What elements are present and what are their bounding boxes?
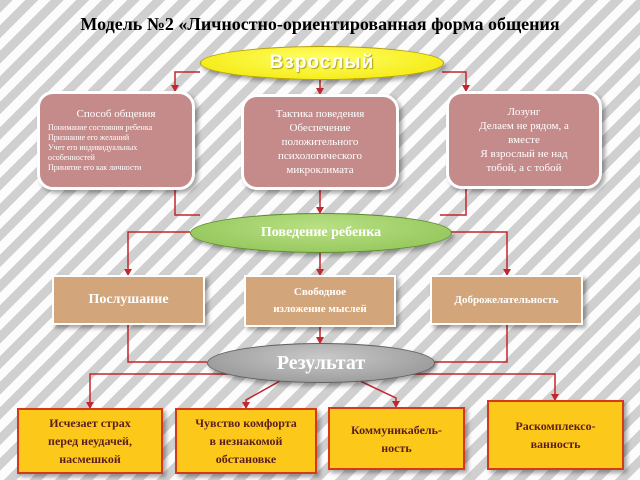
fear-line: Исчезает страх bbox=[49, 416, 131, 430]
result-label: Результат bbox=[276, 351, 366, 374]
method-item: Учет его индивидуальных bbox=[48, 143, 138, 152]
adult-label: Взрослый bbox=[269, 52, 375, 73]
slogan-text: Лозунг Делаем не рядом, а вместе Я взрос… bbox=[479, 105, 569, 175]
method-item: Понимание состояния ребенка bbox=[48, 123, 153, 132]
slogan-line: вместе bbox=[508, 134, 540, 146]
result-oval: Результат bbox=[207, 343, 435, 383]
method-item: Признание его желаний bbox=[48, 133, 130, 142]
slogan-line: Лозунг bbox=[507, 106, 541, 118]
free-expression-line: Свободное bbox=[293, 286, 347, 298]
self-confidence-line: Раскомплексо- bbox=[515, 419, 596, 433]
communication-method-list: Понимание состояния ребенка Признание ег… bbox=[48, 123, 184, 173]
communication-method-box: Способ общения Понимание состояния ребен… bbox=[37, 91, 195, 190]
behavior-tactic-heading: Тактика поведения bbox=[275, 107, 365, 120]
communication-method-heading: Способ общения bbox=[76, 108, 156, 120]
comfort-line: обстановке bbox=[215, 452, 277, 466]
comfort-line: в незнакомой bbox=[209, 434, 283, 448]
slogan-box: Лозунг Делаем не рядом, а вместе Я взрос… bbox=[446, 91, 602, 189]
free-expression-box: Свободное изложение мыслей bbox=[244, 275, 396, 327]
sociability-box: Коммуникабель- ность bbox=[328, 407, 465, 470]
method-item: Принятие его как личности bbox=[48, 163, 142, 172]
obedience-label: Послушание bbox=[88, 292, 169, 307]
comfort-box: Чувство комфорта в незнакомой обстановке bbox=[175, 408, 317, 474]
tactic-line: положительного bbox=[281, 135, 359, 148]
slogan-line: тобой, а с тобой bbox=[486, 162, 562, 174]
adult-oval: Взрослый bbox=[200, 46, 444, 80]
slide-title: Модель №2 «Личностно-ориентированная фор… bbox=[80, 14, 560, 34]
self-confidence-line: ванность bbox=[530, 437, 581, 451]
behavior-tactic-text: Обеспечение положительного психологическ… bbox=[278, 121, 362, 177]
comfort-line: Чувство комфорта bbox=[195, 416, 297, 430]
child-behavior-oval: Поведение ребенка bbox=[190, 213, 452, 253]
tactic-line: психологического bbox=[277, 149, 363, 162]
tactic-line: микроклимата bbox=[286, 163, 354, 176]
fear-line: перед неудачей, bbox=[48, 434, 132, 448]
slogan-line: Я взрослый не над bbox=[480, 148, 568, 160]
fear-disappears-box: Исчезает страх перед неудачей, насмешкой bbox=[17, 408, 163, 474]
free-expression-line: изложение мыслей bbox=[273, 303, 367, 315]
sociability-line: ность bbox=[381, 440, 412, 455]
behavior-tactic-box: Тактика поведения Обеспечение положитель… bbox=[241, 94, 399, 190]
self-confidence-box: Раскомплексо- ванность bbox=[487, 400, 624, 470]
goodwill-label: Доброжелательность bbox=[454, 294, 559, 306]
method-item: особенностей bbox=[48, 153, 95, 162]
sociability-line: Коммуникабель- bbox=[350, 422, 443, 437]
slogan-line: Делаем не рядом, а bbox=[479, 120, 569, 132]
obedience-box: Послушание bbox=[52, 275, 205, 325]
fear-line: насмешкой bbox=[59, 452, 121, 466]
child-behavior-label: Поведение ребенка bbox=[260, 225, 382, 240]
goodwill-box: Доброжелательность bbox=[430, 275, 583, 325]
tactic-line: Обеспечение bbox=[289, 121, 351, 134]
